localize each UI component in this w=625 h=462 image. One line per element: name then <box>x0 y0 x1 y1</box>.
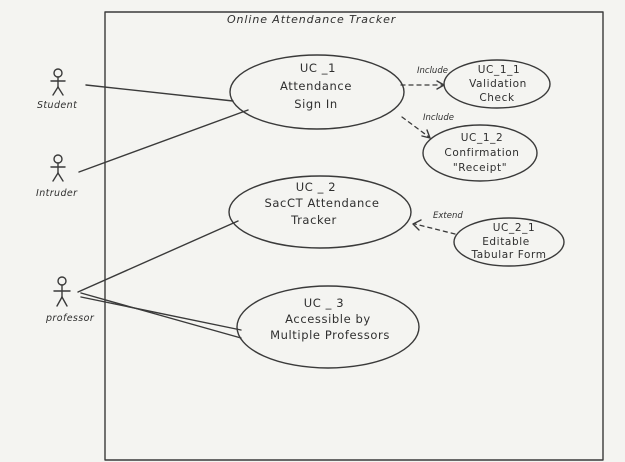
uc3-name-line1: Accessible by <box>285 312 371 326</box>
uc3-id: UC _ 3 <box>304 296 344 310</box>
use-case-uc2: UC _ 2 SacCT Attendance Tracker <box>228 175 412 249</box>
association-professor-uc3-b <box>80 296 242 331</box>
actor-intruder: Intruder <box>36 154 78 199</box>
uc21-name-line2: Tabular Form <box>470 249 546 261</box>
actor-label-student: Student <box>37 100 78 111</box>
stick-figure-icon <box>53 276 71 307</box>
actor-professor: professor <box>45 276 95 324</box>
use-case-uc11: UC_1_1 Validation Check <box>443 59 551 109</box>
uc21-id: UC_2_1 <box>493 222 535 234</box>
uc11-id: UC_1_1 <box>478 64 520 76</box>
system-title: Online Attendance Tracker <box>227 13 397 26</box>
uc1-id: UC _1 <box>300 61 336 75</box>
association-professor-uc2 <box>77 220 239 293</box>
actor-label-intruder: Intruder <box>36 188 78 199</box>
use-case-uc1: UC _1 Attendance Sign In <box>229 54 405 130</box>
include-label-2: Include <box>423 113 454 123</box>
include-label-1: Include <box>417 66 448 76</box>
extend-label-1: Extend <box>433 211 463 221</box>
uc2-id: UC _ 2 <box>296 180 336 194</box>
uc11-name-line1: Validation <box>469 78 527 90</box>
uc2-name-line2: Tracker <box>290 213 337 227</box>
uc3-name-line2: Multiple Professors <box>270 328 390 342</box>
association-professor-uc3 <box>80 292 242 339</box>
uc11-name-line2: Check <box>479 92 515 104</box>
uc1-name-line2: Sign In <box>294 97 338 111</box>
association-intruder-uc1 <box>78 109 249 173</box>
association-student-uc1 <box>85 84 234 102</box>
use-case-uc21: UC_2_1 Editable Tabular Form <box>453 217 565 267</box>
include-uc1-uc11: Include <box>400 66 448 90</box>
stick-figure-icon <box>50 154 66 182</box>
uc2-name-line1: SacCT Attendance <box>264 196 379 210</box>
actor-label-professor: professor <box>45 313 95 324</box>
include-uc1-uc12: Include <box>401 113 454 139</box>
uc1-name-line1: Attendance <box>280 79 352 93</box>
uc12-name-line1: Confirmation <box>444 147 519 159</box>
extend-uc21-uc2: Extend <box>412 211 463 235</box>
use-case-uc12: UC_1_2 Confirmation "Receipt" <box>422 124 538 182</box>
uc12-id: UC_1_2 <box>461 132 503 144</box>
stick-figure-icon <box>50 68 66 96</box>
actor-student: Student <box>37 68 78 111</box>
uc12-name-line2: "Receipt" <box>453 162 507 174</box>
use-case-uc3: UC _ 3 Accessible by Multiple Professors <box>236 285 420 369</box>
system-boundary <box>104 11 604 461</box>
uc21-name-line1: Editable <box>482 236 530 248</box>
